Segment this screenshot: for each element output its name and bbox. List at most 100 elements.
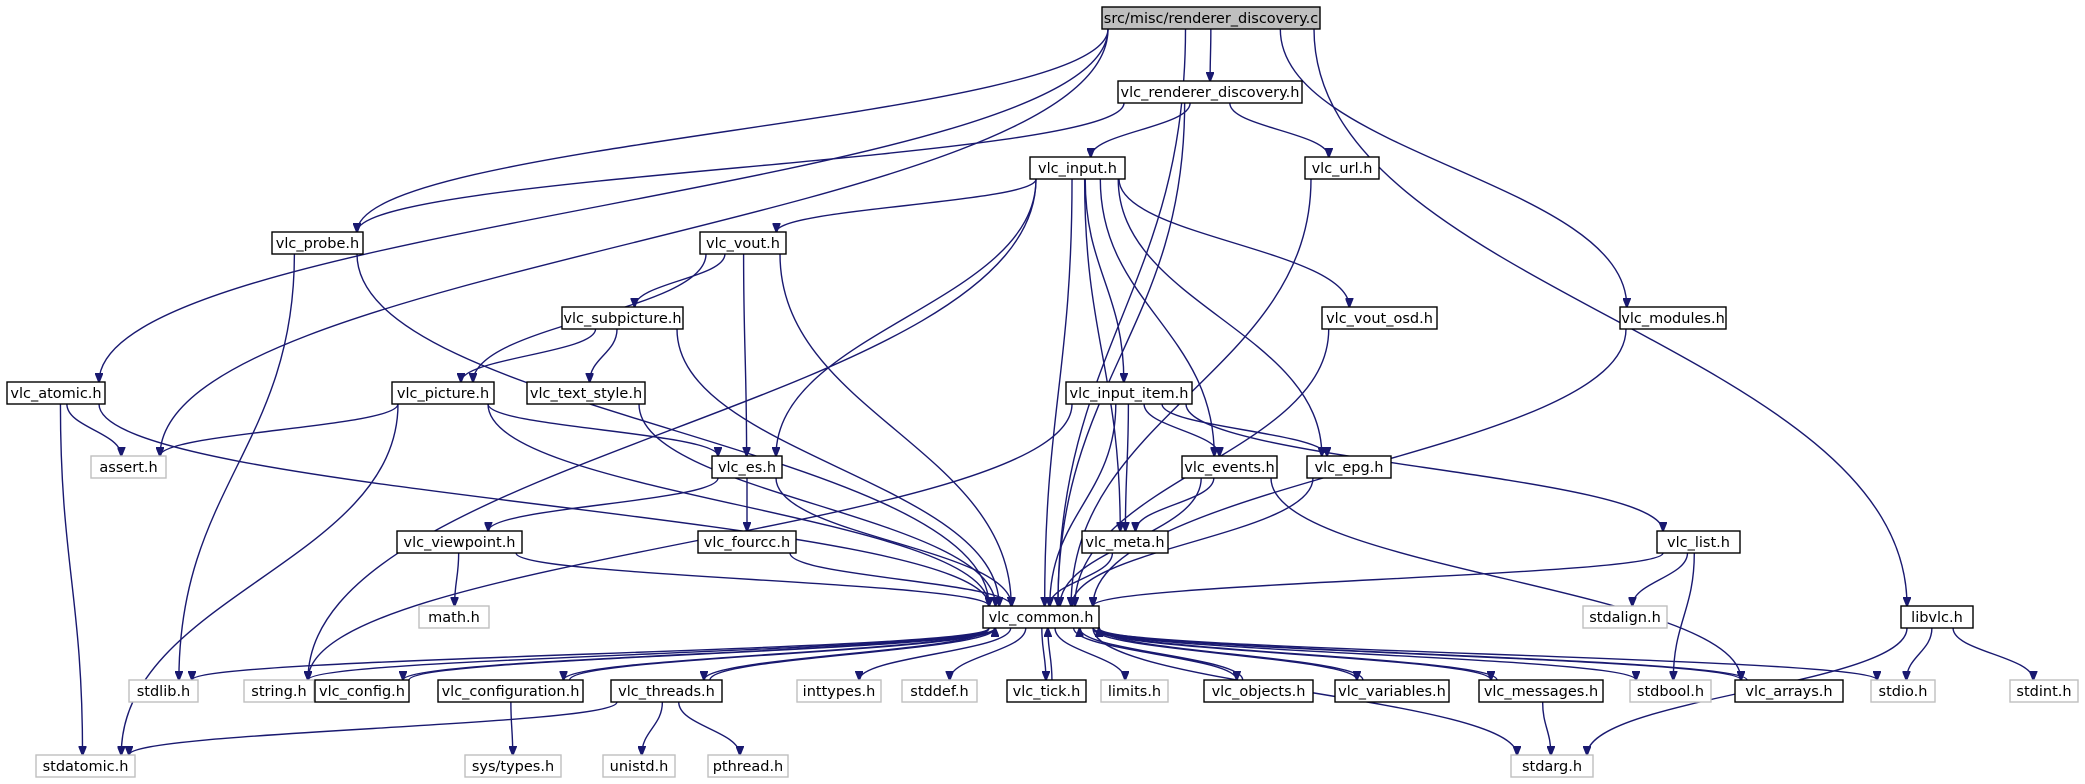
node-label-voutosd: vlc_vout_osd.h (1326, 311, 1433, 327)
node-label-atomic: vlc_atomic.h (10, 386, 101, 402)
node-label-subpic: vlc_subpicture.h (563, 311, 681, 327)
node-box-math (418, 605, 490, 629)
node-label-probe: vlc_probe.h (276, 236, 359, 252)
node-label-stdalign: stdalign.h (1589, 610, 1661, 626)
node-stddef: stddef.h (901, 679, 978, 703)
node-list[interactable]: vlc_list.h (1656, 530, 1741, 554)
node-stdarg: stdarg.h (1510, 754, 1594, 778)
edge-layer (59, 28, 2033, 755)
edge-inputitem-to-meta (1125, 403, 1128, 531)
node-objects[interactable]: vlc_objects.h (1203, 679, 1314, 703)
edge-atomic-to-stdatomic (59, 403, 82, 755)
node-string: string.h (243, 679, 315, 703)
edge-inputitem-to-common (1050, 403, 1117, 606)
node-label-config: vlc_config.h (319, 684, 405, 700)
node-vrd[interactable]: vlc_renderer_discovery.h (1117, 80, 1303, 104)
edge-libvlc-to-stdio (1906, 627, 1933, 680)
node-box-unistd (602, 754, 676, 778)
node-label-common: vlc_common.h (989, 610, 1094, 626)
edge-meta-to-common (1049, 552, 1114, 606)
node-label-threads: vlc_threads.h (618, 684, 715, 700)
node-label-epg: vlc_epg.h (1315, 460, 1384, 476)
node-label-string: string.h (251, 684, 306, 700)
node-fourcc[interactable]: vlc_fourcc.h (697, 530, 797, 554)
node-box-subpic (561, 306, 684, 330)
node-box-objects (1203, 679, 1314, 703)
node-subpic[interactable]: vlc_subpicture.h (561, 306, 684, 330)
node-label-stdint: stdint.h (2016, 684, 2071, 700)
node-libvlc[interactable]: libvlc.h (1900, 605, 1974, 629)
edge-common-to-string (308, 627, 990, 680)
edge-common-to-objects (1072, 627, 1237, 680)
node-probe[interactable]: vlc_probe.h (271, 231, 364, 255)
node-events[interactable]: vlc_events.h (1181, 455, 1278, 479)
node-vout[interactable]: vlc_vout.h (699, 231, 787, 255)
node-label-stdatomic: stdatomic.h (43, 759, 129, 775)
node-label-configuration: vlc_configuration.h (442, 684, 580, 700)
node-label-systypes: sys/types.h (472, 759, 554, 775)
edge-list-to-stdalign (1632, 552, 1689, 606)
node-label-assert: assert.h (99, 460, 157, 476)
node-modules[interactable]: vlc_modules.h (1619, 306, 1727, 330)
node-box-stdarg (1510, 754, 1594, 778)
node-box-limits (1100, 679, 1169, 703)
edge-vout-to-subpic (635, 253, 726, 307)
node-tick[interactable]: vlc_tick.h (1006, 679, 1087, 703)
node-common[interactable]: vlc_common.h (982, 605, 1100, 629)
node-box-stdalign (1582, 605, 1668, 629)
node-box-textstyle (526, 381, 646, 405)
node-box-es (711, 455, 783, 479)
node-variables[interactable]: vlc_variables.h (1334, 679, 1450, 703)
edge-renderer_c-to-libvlc (1313, 28, 1907, 606)
edge-inputitem-to-epg (1161, 403, 1327, 456)
node-label-stdbool: stdbool.h (1637, 684, 1704, 700)
node-box-threads (610, 679, 723, 703)
edge-vrd-to-probe (357, 102, 1125, 232)
node-atomic[interactable]: vlc_atomic.h (6, 381, 106, 405)
edge-inputitem-to-string (308, 403, 1073, 680)
edge-picture-to-common (487, 403, 989, 606)
node-voutosd[interactable]: vlc_vout_osd.h (1321, 306, 1438, 330)
node-threads[interactable]: vlc_threads.h (610, 679, 723, 703)
node-viewpoint[interactable]: vlc_viewpoint.h (396, 530, 523, 554)
edge-events-to-meta (1135, 477, 1215, 531)
node-renderer_c[interactable]: src/misc/renderer_discovery.c (1101, 6, 1321, 30)
node-label-list: vlc_list.h (1667, 535, 1730, 551)
node-arrays[interactable]: vlc_arrays.h (1734, 679, 1844, 703)
node-es[interactable]: vlc_es.h (711, 455, 783, 479)
node-epg[interactable]: vlc_epg.h (1306, 455, 1392, 479)
node-input[interactable]: vlc_input.h (1029, 156, 1126, 180)
edge-common-to-stdbool (1092, 627, 1636, 680)
node-picture[interactable]: vlc_picture.h (391, 381, 495, 405)
node-unistd: unistd.h (602, 754, 676, 778)
node-label-libvlc: libvlc.h (1911, 610, 1963, 626)
node-label-textstyle: vlc_text_style.h (530, 386, 642, 402)
node-inputitem[interactable]: vlc_input_item.h (1065, 381, 1193, 405)
node-messages[interactable]: vlc_messages.h (1478, 679, 1604, 703)
node-box-variables (1334, 679, 1450, 703)
edge-vrd-to-url (1229, 102, 1329, 157)
node-textstyle[interactable]: vlc_text_style.h (526, 381, 646, 405)
edge-fourcc-to-common (789, 552, 1012, 606)
edge-common-to-stdlib (192, 627, 990, 680)
edge-input-to-meta (1083, 178, 1121, 531)
edge-renderer_c-to-modules (1279, 28, 1627, 307)
node-box-tick (1006, 679, 1087, 703)
node-box-stdbool (1629, 679, 1712, 703)
node-url[interactable]: vlc_url.h (1304, 156, 1380, 180)
node-box-picture (391, 381, 495, 405)
node-box-inttypes (796, 679, 882, 703)
node-box-stdint (2009, 679, 2079, 703)
node-config[interactable]: vlc_config.h (314, 679, 410, 703)
edge-list-to-common (1093, 552, 1664, 606)
node-box-common (982, 605, 1100, 629)
node-box-events (1181, 455, 1278, 479)
node-label-messages: vlc_messages.h (1484, 684, 1598, 700)
node-layer: src/misc/renderer_discovery.c vlc_rendere… (6, 6, 2079, 778)
node-configuration[interactable]: vlc_configuration.h (437, 679, 584, 703)
node-label-picture: vlc_picture.h (397, 386, 489, 402)
node-label-modules: vlc_modules.h (1621, 311, 1725, 327)
edge-subpic-to-picture (461, 328, 597, 382)
node-box-vout (699, 231, 787, 255)
node-meta[interactable]: vlc_meta.h (1081, 530, 1169, 554)
